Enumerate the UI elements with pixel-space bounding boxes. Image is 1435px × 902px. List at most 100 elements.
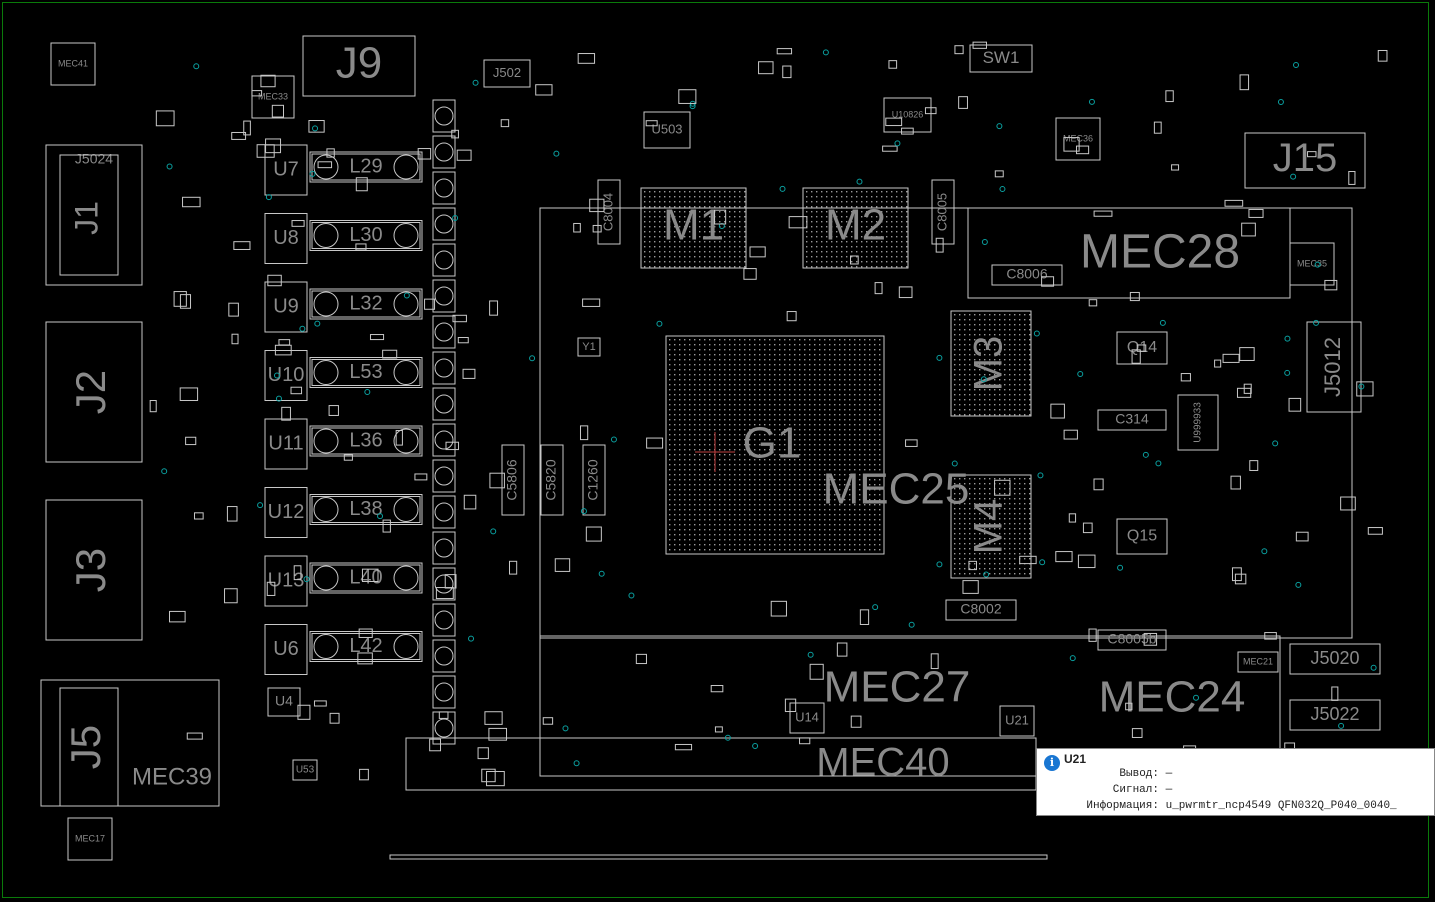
ball-pad bbox=[804, 379, 806, 381]
ball-pad bbox=[864, 399, 866, 401]
ball-pad bbox=[849, 374, 851, 376]
ball-pad bbox=[709, 261, 711, 263]
ball-pad bbox=[1004, 533, 1006, 535]
component-j5012[interactable] bbox=[1306, 321, 1362, 413]
ball-pad bbox=[984, 533, 986, 535]
component-mec21[interactable] bbox=[1237, 651, 1279, 673]
ball-pad bbox=[769, 439, 771, 441]
component-j5024[interactable] bbox=[45, 144, 143, 286]
component-q14[interactable] bbox=[1116, 331, 1168, 365]
ball-pad bbox=[704, 241, 706, 243]
component-mec33[interactable] bbox=[251, 75, 295, 119]
ball-pad bbox=[734, 469, 736, 471]
ball-pad bbox=[829, 464, 831, 466]
component-u8[interactable] bbox=[264, 213, 308, 264]
component-u4[interactable] bbox=[267, 687, 301, 717]
component-u14[interactable] bbox=[789, 702, 825, 734]
component-label: J1 bbox=[68, 201, 104, 235]
ball-pad bbox=[1024, 349, 1026, 351]
ball-pad bbox=[1009, 548, 1011, 550]
ball-pad bbox=[849, 389, 851, 391]
component-j3[interactable] bbox=[45, 499, 143, 641]
component-mec17[interactable] bbox=[67, 817, 113, 861]
component-sw1[interactable] bbox=[969, 44, 1033, 73]
ball-pad bbox=[1019, 349, 1021, 351]
ball-pad bbox=[794, 384, 796, 386]
component-c5806[interactable] bbox=[501, 444, 525, 516]
ball-pad bbox=[979, 394, 981, 396]
component-j502[interactable] bbox=[483, 59, 531, 88]
ball-pad bbox=[1009, 503, 1011, 505]
ball-pad bbox=[839, 544, 841, 546]
ball-pad bbox=[704, 374, 706, 376]
component-u13[interactable] bbox=[264, 555, 308, 607]
ball-pad bbox=[824, 434, 826, 436]
ball-pad bbox=[844, 429, 846, 431]
ball-pad bbox=[719, 539, 721, 541]
component-q15[interactable] bbox=[1116, 518, 1168, 555]
ball-pad bbox=[714, 419, 716, 421]
ball-pad bbox=[704, 226, 706, 228]
ball-pad bbox=[1004, 478, 1006, 480]
component-u12[interactable] bbox=[264, 487, 308, 538]
component-y1[interactable] bbox=[577, 337, 601, 357]
component-label: SW1 bbox=[983, 48, 1020, 67]
component-u10826[interactable] bbox=[883, 97, 932, 133]
ball-pad bbox=[724, 236, 726, 238]
ball-pad bbox=[744, 409, 746, 411]
component-m4[interactable] bbox=[950, 474, 1032, 579]
component-j15[interactable] bbox=[1244, 132, 1366, 189]
component-c8002[interactable] bbox=[945, 599, 1017, 621]
component-m1[interactable] bbox=[640, 187, 747, 269]
component-u10[interactable] bbox=[264, 350, 308, 401]
ball-pad bbox=[699, 474, 701, 476]
ball-pad bbox=[719, 364, 721, 366]
component-u6[interactable] bbox=[264, 624, 308, 675]
ball-pad bbox=[774, 499, 776, 501]
component-c5820[interactable] bbox=[540, 444, 564, 516]
ball-pad bbox=[866, 236, 868, 238]
component-g1[interactable] bbox=[665, 335, 885, 555]
component-u9[interactable] bbox=[264, 281, 308, 333]
component-label: L30 bbox=[349, 224, 382, 246]
component-c314[interactable] bbox=[1097, 409, 1167, 431]
component-mec41[interactable] bbox=[50, 42, 96, 86]
component-mec36[interactable] bbox=[1055, 117, 1101, 161]
component-c1260[interactable] bbox=[582, 444, 606, 516]
component-j2[interactable] bbox=[45, 321, 143, 463]
ball-pad bbox=[824, 399, 826, 401]
component-j5[interactable] bbox=[59, 687, 119, 807]
ball-pad bbox=[669, 444, 671, 446]
component-c8005b[interactable] bbox=[1097, 629, 1167, 651]
ball-pad bbox=[864, 439, 866, 441]
ball-pad bbox=[684, 241, 686, 243]
component-j9[interactable] bbox=[302, 35, 416, 97]
component-j5020[interactable] bbox=[1289, 643, 1381, 675]
component-j1[interactable] bbox=[59, 154, 119, 276]
ball-pad bbox=[714, 389, 716, 391]
component-u503[interactable] bbox=[643, 111, 691, 149]
component-c8006[interactable] bbox=[991, 264, 1063, 286]
component-label: J5 bbox=[62, 725, 109, 769]
smd-part bbox=[714, 209, 727, 225]
component-mec35[interactable] bbox=[1289, 242, 1335, 286]
component-u999933[interactable] bbox=[1177, 394, 1219, 451]
component-u11[interactable] bbox=[264, 418, 308, 470]
ball-pad bbox=[969, 339, 971, 341]
component-label: C314 bbox=[1115, 411, 1149, 427]
ball-pad bbox=[866, 221, 868, 223]
ball-pad bbox=[876, 256, 878, 258]
ball-pad bbox=[679, 236, 681, 238]
ball-pad bbox=[734, 444, 736, 446]
via bbox=[1290, 173, 1297, 180]
ball-pad bbox=[816, 256, 818, 258]
component-u53[interactable] bbox=[292, 759, 318, 781]
ball-pad bbox=[869, 399, 871, 401]
ball-pad bbox=[749, 544, 751, 546]
component-m3[interactable] bbox=[950, 310, 1032, 417]
component-u21[interactable] bbox=[999, 705, 1035, 737]
ball-pad bbox=[719, 489, 721, 491]
smd-part bbox=[293, 565, 302, 581]
component-u7[interactable] bbox=[264, 144, 308, 196]
